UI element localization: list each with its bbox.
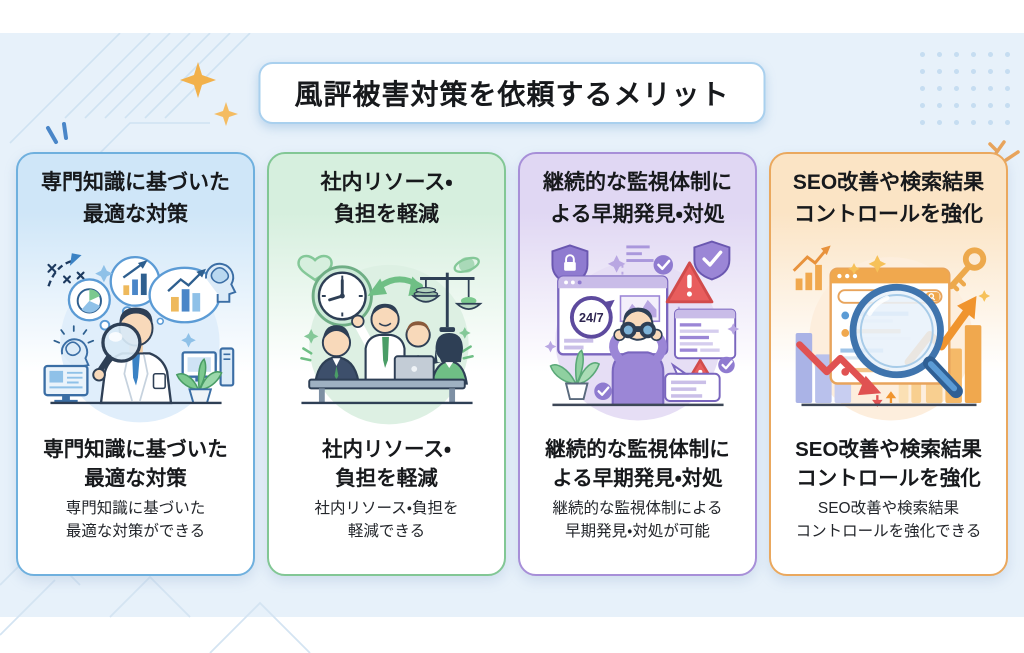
transfer-arrow-icon: [367, 276, 428, 296]
shield-lock-icon: [550, 244, 588, 286]
card-seo-control: SEO改善や検索結果 コントロールを強化: [769, 152, 1008, 576]
sparkle-accents: [94, 264, 196, 348]
laptop-icon: [393, 355, 435, 383]
expert-person: [91, 307, 172, 405]
badge-24-7: 24/7: [579, 311, 604, 325]
warning-triangle-icon: [665, 261, 713, 304]
monitoring-24-7-illustration: 24/7: [544, 240, 739, 421]
card-expert-strategy: 専門知識に基づいた 最適な対策: [16, 152, 255, 576]
magnifier-icon: [849, 283, 963, 399]
plant-icon: [175, 357, 223, 404]
desk: [307, 378, 466, 403]
sparkle-lines: [299, 345, 474, 362]
card-heading: 専門知識に基づいた 最適な対策: [43, 438, 228, 491]
check-circle-icon-2: [717, 356, 735, 374]
code-panel: [673, 308, 736, 360]
sparkle-accents: [847, 255, 990, 302]
plant-icon: [549, 349, 600, 401]
key-icon: [947, 247, 986, 292]
brain-head-icon: [204, 262, 237, 303]
tiny-trend-arrows: [871, 391, 896, 407]
bar-chart-bubble-icon: [109, 255, 160, 324]
falling-arrow-icon: [795, 341, 881, 396]
seo-search-illustration: [792, 245, 990, 421]
card-heading: 継続的な監視体制に よる早期発見・対処: [545, 438, 730, 491]
check-circle-icon-3: [593, 382, 612, 401]
check-circle-icon: [653, 255, 673, 275]
recycle-icon: [453, 256, 480, 274]
pie-chart-bubble-icon: [67, 278, 111, 331]
sparkle-accents: [303, 327, 471, 344]
shield-check-icon: [692, 240, 730, 281]
card-description: 継続的な監視体制による 早期発見・対処が可能: [552, 500, 723, 540]
card-heading: SEO改善や検索結果 コントロールを強化: [795, 438, 982, 491]
card-title: 専門知識に基づいた 最適な対策: [41, 171, 230, 226]
balance-scale-icon: [410, 272, 483, 332]
growth-chart-cloud-icon: [147, 266, 221, 325]
team-workload-illustration: [296, 254, 483, 425]
log-lines: [625, 245, 654, 262]
card-description: 専門知識に基づいた 最適な対策ができる: [65, 500, 206, 540]
mini-growth-chart-icon: [792, 245, 831, 291]
strategy-arrow-icon: [46, 253, 85, 287]
expert-analysis-illustration: [42, 253, 237, 423]
sparkle-accents: [544, 255, 739, 353]
idea-head-icon: [52, 325, 94, 374]
benefit-cards: 専門知識に基づいた 最適な対策: [16, 152, 1008, 576]
card-continuous-monitoring: 継続的な監視体制に よる早期発見・対処: [518, 152, 757, 576]
card-title: SEO改善や検索結果 コントロールを強化: [792, 171, 985, 226]
monitor-icon: [42, 364, 89, 403]
page-title: 風評被害対策を依頼するメリット: [258, 62, 766, 124]
card-heading: 社内リソース・ 負担を軽減: [322, 438, 451, 491]
watcher-person: [608, 307, 667, 406]
card-description: 社内リソース・負担を 軽減できる: [314, 500, 459, 540]
card-title: 社内リソース・ 負担を軽減: [320, 171, 453, 226]
magnifier-icon: [91, 322, 142, 382]
card-description: SEO改善や検索結果 コントロールを強化できる: [795, 500, 982, 540]
binoculars-icon: [619, 321, 656, 339]
dot-grid-decoration: [914, 46, 1020, 132]
speech-bubble: [663, 362, 721, 402]
card-internal-resources: 社内リソース・ 負担を軽減: [267, 152, 506, 576]
clock-icon: [311, 265, 373, 327]
card-title: 継続的な監視体制に よる早期発見・対処: [543, 171, 732, 226]
